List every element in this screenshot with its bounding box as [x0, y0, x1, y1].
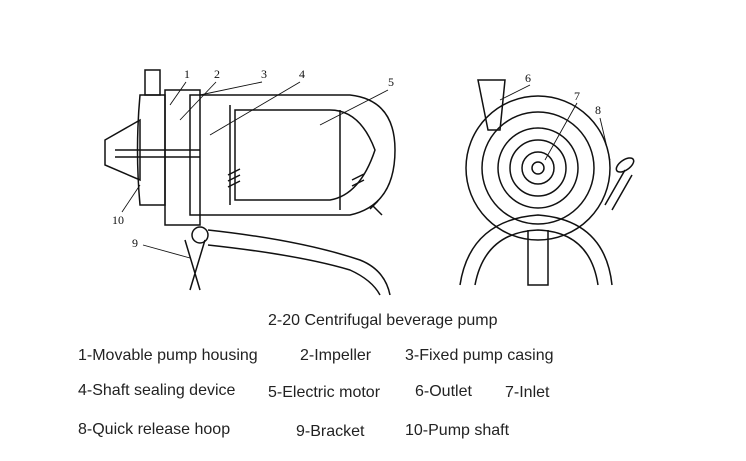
outlet-pipe [477, 79, 506, 131]
legend-item: 10-Pump shaft [405, 422, 510, 439]
callout-10: 10 [112, 213, 124, 227]
legend-item: 8-Quick release hoop [78, 421, 231, 438]
front-view [459, 79, 635, 286]
legend-item: 1-Movable pump housing [78, 347, 258, 364]
figure-caption: 2-20 Centrifugal beverage pump [268, 312, 498, 329]
bracket-leg [184, 239, 206, 291]
callout-4: 4 [299, 67, 305, 81]
legend-item: 7-Inlet [505, 384, 550, 401]
callout-5: 5 [388, 75, 394, 89]
callout-8: 8 [595, 103, 601, 117]
legend-item: 3-Fixed pump casing [405, 347, 554, 364]
callout-3: 3 [261, 67, 267, 81]
callout-9: 9 [132, 236, 138, 250]
legend-item: 6-Outlet [415, 383, 472, 400]
callout-2: 2 [214, 67, 220, 81]
inlet-cone [104, 118, 141, 182]
bracket [207, 229, 391, 296]
callout-1: 1 [184, 67, 190, 81]
motor-housing [189, 94, 396, 216]
legend-item: 5-Electric motor [268, 384, 381, 401]
legend-item: 2-Impeller [300, 347, 372, 364]
side-view [104, 69, 396, 296]
leader-lines [121, 81, 611, 259]
callout-7: 7 [574, 89, 580, 103]
callout-6: 6 [525, 71, 531, 85]
legend-item: 9-Bracket [296, 423, 365, 440]
legend-item: 4-Shaft sealing device [78, 382, 236, 399]
